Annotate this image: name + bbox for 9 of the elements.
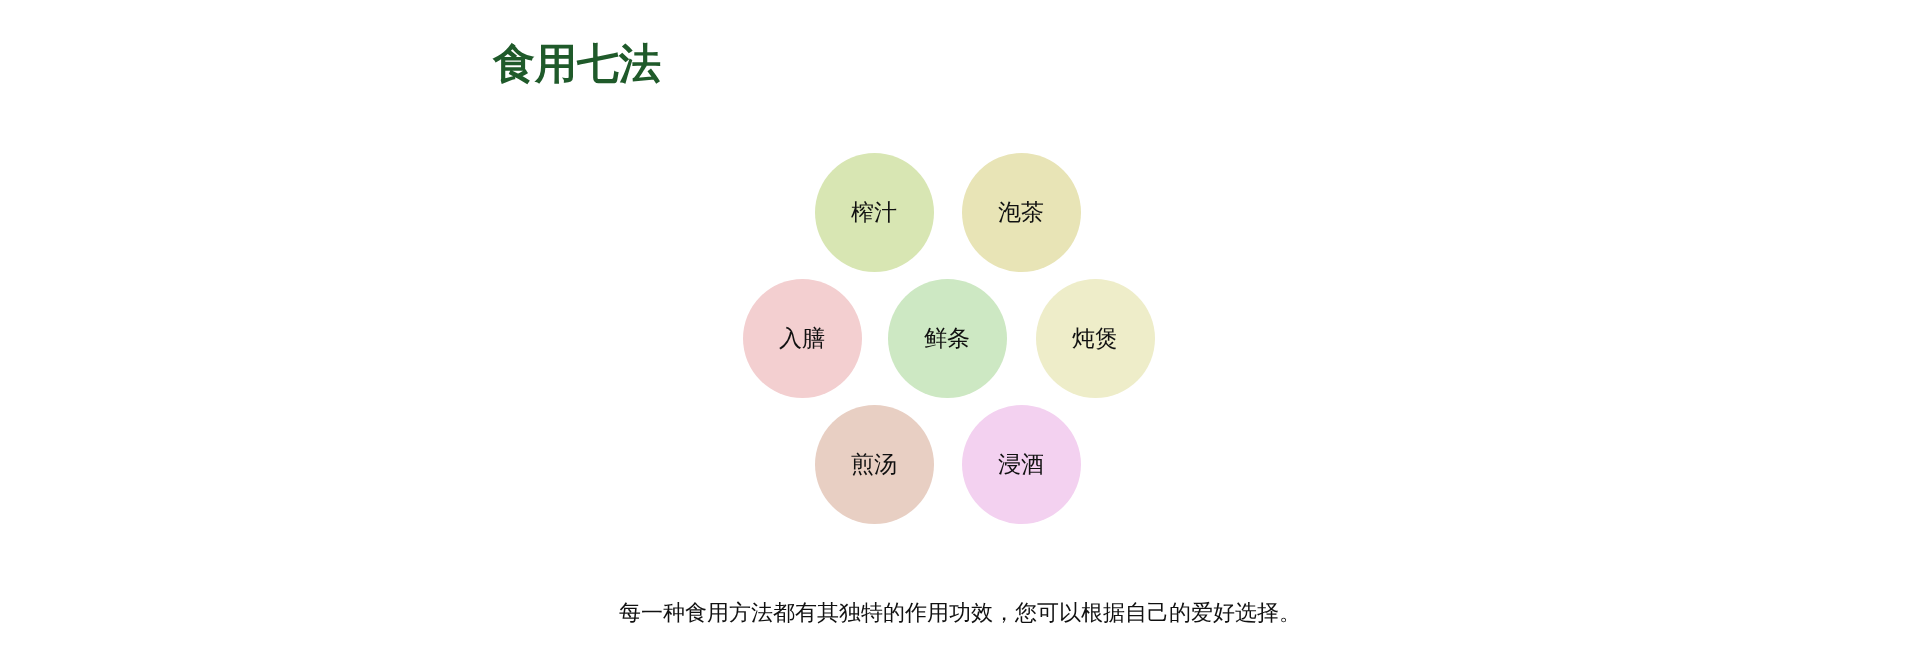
method-label: 煎汤 bbox=[851, 449, 897, 479]
method-label: 入膳 bbox=[779, 323, 825, 353]
method-label: 浸酒 bbox=[998, 449, 1044, 479]
title: 食用七法 bbox=[493, 38, 661, 90]
method-label: 炖煲 bbox=[1072, 323, 1118, 353]
method-label: 鲜条 bbox=[924, 323, 970, 353]
method-label: 泡茶 bbox=[998, 197, 1044, 227]
method-label: 榨汁 bbox=[851, 197, 897, 227]
caption: 每一种食用方法都有其独特的作用功效，您可以根据自己的爱好选择。 bbox=[619, 600, 1301, 625]
